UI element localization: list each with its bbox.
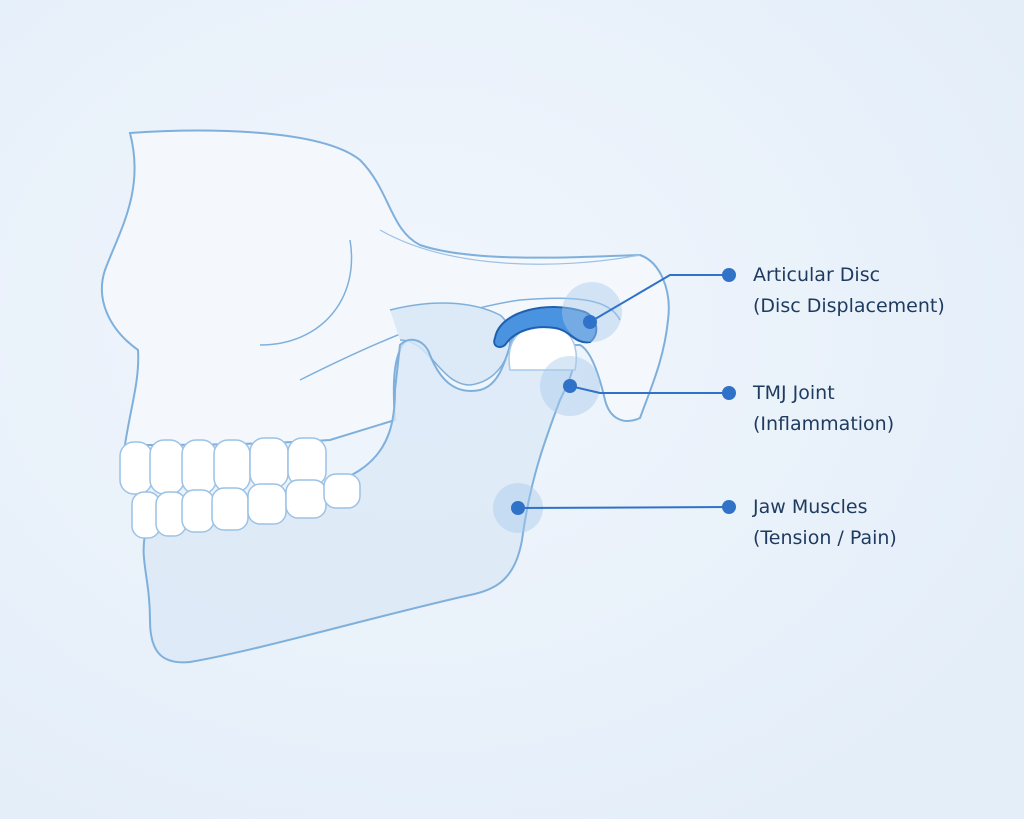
label-articular-disc: Articular Disc (Disc Displacement) [753, 260, 945, 322]
label-jaw-muscles: Jaw Muscles (Tension / Pain) [753, 492, 897, 554]
callout-articular-disc [562, 268, 736, 342]
label-title: Articular Disc [753, 264, 881, 286]
label-tmj-joint: TMJ Joint (Inflammation) [753, 378, 894, 440]
label-subtitle: (Tension / Pain) [753, 527, 897, 549]
callout-jaw-muscles [493, 483, 736, 533]
upper-teeth [119, 437, 327, 495]
label-title: TMJ Joint [753, 382, 835, 404]
label-title: Jaw Muscles [753, 496, 868, 518]
lower-teeth [131, 473, 361, 539]
callout-tmj-joint [540, 356, 736, 416]
label-subtitle: (Inflammation) [753, 413, 895, 435]
label-subtitle: (Disc Displacement) [753, 295, 945, 317]
cranium [100, 129, 670, 447]
articular-disc [493, 306, 598, 348]
